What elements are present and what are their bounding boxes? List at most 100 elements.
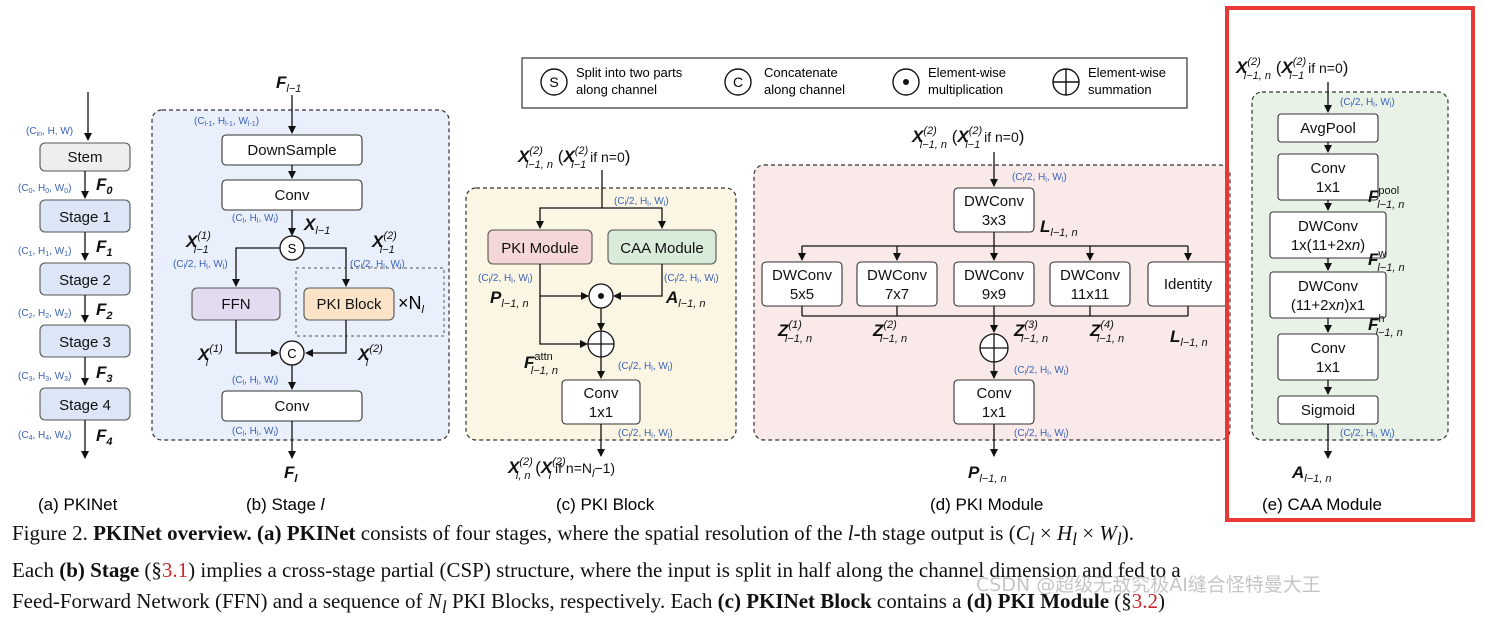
dwconv-11x11-label: DWConv xyxy=(1060,267,1121,284)
legend-concat-line2: along channel xyxy=(764,82,845,97)
panel-a-caption: (a) PKINet xyxy=(38,495,118,514)
downsample-label: DownSample xyxy=(247,142,336,159)
pki-module-dim-out: (Cl/2, Hl, Wl) xyxy=(1014,428,1069,440)
feature-f4: F4 xyxy=(96,426,113,448)
caa-container xyxy=(1251,91,1449,441)
panel-b-caption: (b) Stage l xyxy=(246,495,326,514)
feature-f2: F2 xyxy=(96,300,113,322)
legend-split-line1: Split into two parts xyxy=(576,65,683,80)
pki-module-label: PKI Module xyxy=(501,240,579,257)
pki-block-dim-a: (Cl/2, Hl, Wl) xyxy=(664,273,719,285)
stage2-label: Stage 2 xyxy=(59,272,111,289)
panel-d-caption: (d) PKI Module xyxy=(930,495,1043,514)
panel-a-pkinet: (Cin, H, W) Stem (C0, H0, W0) F0 Stage 1… xyxy=(18,92,131,514)
pki-block-a-label: Al−1, n xyxy=(665,288,706,310)
pki-block-conv-label: Conv xyxy=(583,385,619,402)
pki-block-dim-p: (Cl/2, Hl, Wl) xyxy=(478,273,533,285)
stage-conv-top-label: Conv xyxy=(274,187,310,204)
dim-input: (Cin, H, W) xyxy=(26,126,73,138)
feature-f3: F3 xyxy=(96,363,113,385)
caa-dwconv-w-kernel: 1x(11+2xn) xyxy=(1291,237,1365,254)
watermark: CSDN @超级无敌究极AI缝合怪特曼大王 xyxy=(976,574,1321,596)
pki-module-dim-sum: (Cl/2, Hl, Wl) xyxy=(1014,365,1069,377)
dwconv-7x7-kernel: 7x7 xyxy=(885,286,909,303)
stage-split-letter: S xyxy=(288,241,297,256)
pki-block-conv-kernel: 1x1 xyxy=(589,404,613,421)
pki-module-conv-kernel: 1x1 xyxy=(982,404,1006,421)
ref-link-3-2[interactable]: 3.2 xyxy=(1131,589,1159,614)
figure-caption: Figure 2. PKINet overview. (a) PKINet co… xyxy=(12,518,1472,623)
stage1-label: Stage 1 xyxy=(59,209,111,226)
dim-stage4: (C4, H4, W4) xyxy=(18,430,71,442)
caa-conv1-label: Conv xyxy=(1310,160,1346,177)
legend-mult-line2: multiplication xyxy=(928,82,1003,97)
pki-module-input-label: X(2)l−1, n (X(2)l−1 if n=0) xyxy=(911,125,1024,151)
dim-stage1: (C1, H1, W1) xyxy=(18,246,71,258)
pki-block-dim-in: (Cl/2, Hl, Wl) xyxy=(614,196,669,208)
pki-block-box xyxy=(303,287,395,321)
caa-dwconv-h-kernel: (11+2xn)x1 xyxy=(1291,297,1365,314)
legend-split-line2: along channel xyxy=(576,82,657,97)
pki-block-dim-out: (Cl/2, Hl, Wl) xyxy=(618,428,673,440)
pki-block-dim-f: (Cl/2, Hl, Wl) xyxy=(618,361,673,373)
stage-x-label: Xl−1 xyxy=(303,215,330,237)
stage-concat-letter: C xyxy=(287,346,296,361)
dim-stage0: (C0, H0, W0) xyxy=(18,183,71,195)
identity-label: Identity xyxy=(1164,276,1213,293)
dwconv-3x3-label: DWConv xyxy=(964,193,1025,210)
panel-c-caption: (c) PKI Block xyxy=(556,495,655,514)
caa-input-label: X(2)l−1, n (X(2)l−1 if n=0) xyxy=(1235,56,1348,82)
caa-conv1-kernel: 1x1 xyxy=(1316,179,1340,196)
caa-module-label: CAA Module xyxy=(620,240,703,257)
panel-b-stage: Fl−1 (Cl-1, Hl-1, Wl-1) DownSample Conv … xyxy=(151,73,450,514)
pki-block-output-label: X(2)l, n (X(2)l if n=Nl−1) xyxy=(507,456,615,482)
legend-mult-line1: Element-wise xyxy=(928,65,1006,80)
dwconv-11x11-kernel: 11x11 xyxy=(1071,286,1110,303)
caa-conv2-kernel: 1x1 xyxy=(1316,359,1340,376)
pki-block-times-n: ×Nl xyxy=(398,293,425,316)
legend-concat-line1: Concatenate xyxy=(764,65,838,80)
caption-line-2: Each (b) Stage (§3.1) implies a cross-st… xyxy=(12,558,1181,583)
pki-module-l-label: Ll−1, n xyxy=(1040,217,1078,239)
stage-input-label: Fl−1 xyxy=(276,73,301,95)
feature-f0: F0 xyxy=(96,175,113,197)
dwconv-7x7-label: DWConv xyxy=(867,267,928,284)
pki-block-p-label: Pl−1, n xyxy=(490,288,529,310)
caa-sigmoid-label: Sigmoid xyxy=(1301,402,1355,419)
pki-module-z1: Z(1)l−1, n xyxy=(777,319,812,345)
caa-dim-out: (Cl/2, Hl, Wl) xyxy=(1340,428,1395,440)
legend-sum-line2: summation xyxy=(1088,82,1152,97)
pki-module-z3: Z(3)l−1, n xyxy=(1013,319,1048,345)
ref-link-3-1[interactable]: 3.1 xyxy=(161,558,189,583)
panel-c-pki-block: X(2)l−1, n (X(2)l−1 if n=0) (Cl/2, Hl, W… xyxy=(465,145,737,514)
caption-line-1: Figure 2. PKINet overview. (a) PKINet co… xyxy=(12,521,1134,550)
stage-dim-full-3: (Cl, Hl, Wl) xyxy=(232,426,278,438)
split-symbol-icon xyxy=(540,68,568,96)
panel-e-caption: (e) CAA Module xyxy=(1262,495,1382,514)
stage-dim-full-2: (Cl, Hl, Wl) xyxy=(232,375,278,387)
pki-module-z4: Z(4)l−1, n xyxy=(1089,319,1124,345)
stage-conv-bottom-label: Conv xyxy=(274,398,310,415)
dwconv-3x3-kernel: 3x3 xyxy=(982,212,1006,229)
panel-d-pki-module: X(2)l−1, n (X(2)l−1 if n=0) (Cl/2, Hl, W… xyxy=(753,125,1231,514)
pki-module-output: Pl−1, n xyxy=(968,463,1007,485)
stage-dim-full-1: (Cl, Hl, Wl) xyxy=(232,213,278,225)
stem-label: Stem xyxy=(67,149,102,166)
ffn-label: FFN xyxy=(221,296,250,313)
caption-line-3: Feed-Forward Network (FFN) and a sequenc… xyxy=(12,589,1166,618)
stage4-label: Stage 4 xyxy=(59,397,111,414)
caa-dim-in: (Cl/2, Hl, Wl) xyxy=(1340,97,1395,109)
caa-highlight-frame xyxy=(1225,6,1475,522)
dwconv-9x9-label: DWConv xyxy=(964,267,1025,284)
split-symbol-letter: S xyxy=(549,74,558,90)
concat-symbol-icon xyxy=(724,68,752,96)
caa-conv2-label: Conv xyxy=(1310,340,1346,357)
concat-symbol-letter: C xyxy=(733,74,743,90)
stage-output-label: Fl xyxy=(284,463,298,485)
pki-block-repeat-frame xyxy=(295,267,445,337)
legend: S Split into two parts along channel C C… xyxy=(521,57,1188,109)
